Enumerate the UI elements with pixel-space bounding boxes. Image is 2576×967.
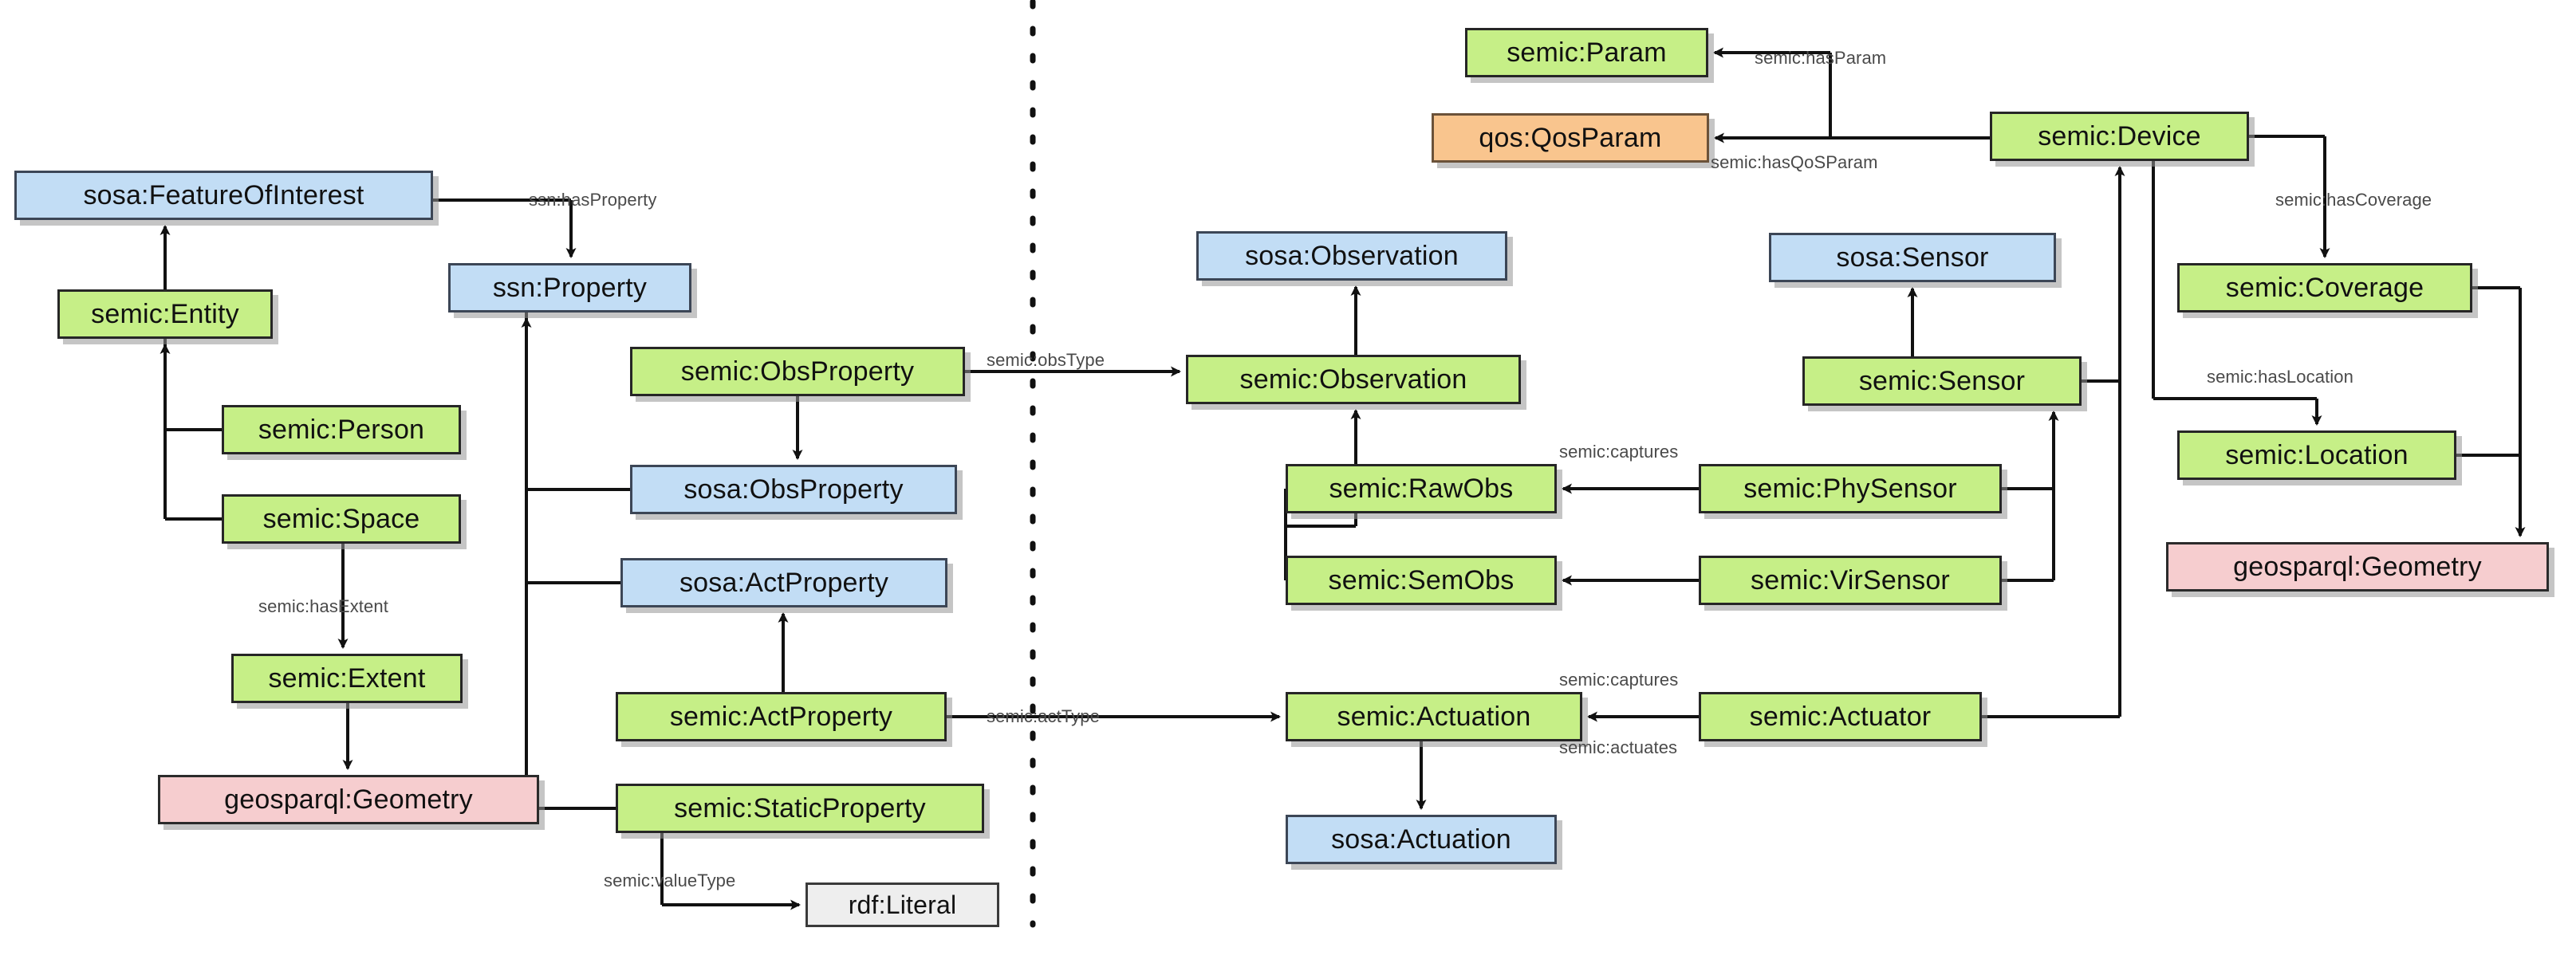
edge-label-ssn-hasproperty: ssn:hasProperty <box>529 190 657 210</box>
node-semic-rawobs[interactable]: semic:RawObs <box>1286 464 1557 513</box>
edge-label-semic-actuates: semic:actuates <box>1559 737 1678 757</box>
node-semic-actuation[interactable]: semic:Actuation <box>1286 692 1582 741</box>
edge-label-semic-hasparam: semic:hasParam <box>1755 48 1887 68</box>
edge-label-semic-hasqosparam: semic:hasQoSParam <box>1711 152 1878 172</box>
node-semic-extent[interactable]: semic:Extent <box>231 654 463 703</box>
node-sosa-actproperty[interactable]: sosa:ActProperty <box>620 558 947 607</box>
node-sosa-featureofinterest[interactable]: sosa:FeatureOfInterest <box>14 171 433 220</box>
node-semic-observation[interactable]: semic:Observation <box>1186 355 1521 404</box>
node-rdf-literal[interactable]: rdf:Literal <box>805 882 999 927</box>
node-qos-qosparam[interactable]: qos:QosParam <box>1432 113 1709 163</box>
node-semic-virsensor[interactable]: semic:VirSensor <box>1699 556 2002 605</box>
node-geosparql-geometry-left[interactable]: geosparql:Geometry <box>158 775 539 824</box>
node-sosa-obsproperty[interactable]: sosa:ObsProperty <box>630 465 957 514</box>
edge-label-semic-captures-act: semic:captures <box>1559 670 1679 690</box>
node-semic-param[interactable]: semic:Param <box>1465 28 1708 77</box>
edge-label-semic-acttype: semic:actType <box>987 706 1100 726</box>
node-semic-sensor[interactable]: semic:Sensor <box>1802 356 2082 406</box>
node-semic-entity[interactable]: semic:Entity <box>57 289 273 339</box>
edge-label-semic-obstype: semic:obsType <box>987 350 1105 370</box>
node-semic-space[interactable]: semic:Space <box>222 494 461 544</box>
node-sosa-sensor[interactable]: sosa:Sensor <box>1769 233 2056 282</box>
node-semic-actuator[interactable]: semic:Actuator <box>1699 692 1982 741</box>
node-semic-physensor[interactable]: semic:PhySensor <box>1699 464 2002 513</box>
node-semic-location[interactable]: semic:Location <box>2177 430 2456 480</box>
node-semic-obsproperty[interactable]: semic:ObsProperty <box>630 347 965 396</box>
node-semic-device[interactable]: semic:Device <box>1990 112 2249 161</box>
node-semic-person[interactable]: semic:Person <box>222 405 461 454</box>
node-semic-staticproperty[interactable]: semic:StaticProperty <box>616 784 984 833</box>
node-semic-actproperty[interactable]: semic:ActProperty <box>616 692 947 741</box>
edge-label-semic-hascoverage: semic:hasCoverage <box>2275 190 2432 210</box>
node-ssn-property[interactable]: ssn:Property <box>448 263 691 313</box>
node-semic-semobs[interactable]: semic:SemObs <box>1286 556 1557 605</box>
edge-label-semic-valuetype: semic:valueType <box>604 871 736 890</box>
edge-label-semic-haslocation: semic:hasLocation <box>2207 367 2353 387</box>
node-sosa-observation[interactable]: sosa:Observation <box>1196 231 1507 281</box>
edge-label-semic-captures-obs: semic:captures <box>1559 442 1679 462</box>
edge-label-semic-hasextent: semic:hasExtent <box>258 596 388 616</box>
node-sosa-actuation[interactable]: sosa:Actuation <box>1286 815 1557 864</box>
node-semic-coverage[interactable]: semic:Coverage <box>2177 263 2472 313</box>
node-geosparql-geometry-right[interactable]: geosparql:Geometry <box>2166 542 2549 592</box>
